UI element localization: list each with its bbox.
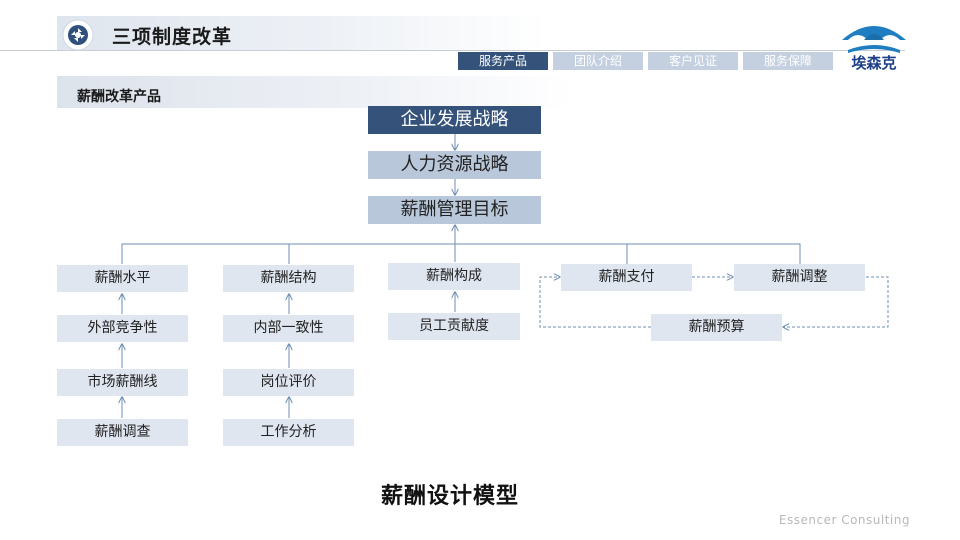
arrow-adjust-to-budget — [783, 276, 889, 327]
footer-brand: Essencer Consulting — [778, 513, 910, 527]
node-pay-composition: 薪酬构成 — [388, 263, 520, 290]
tab-testimonials[interactable]: 客户见证 — [648, 52, 738, 70]
company-logo: 埃森克 — [842, 26, 906, 70]
node-pay-survey: 薪酬调查 — [57, 419, 188, 446]
node-pay-budget: 薪酬预算 — [651, 314, 782, 341]
node-job-analysis: 工作分析 — [223, 419, 354, 446]
node-hr-strategy: 人力资源战略 — [368, 151, 541, 179]
node-pay-adjustment: 薪酬调整 — [734, 264, 865, 291]
node-external-competitiveness: 外部竞争性 — [57, 315, 188, 342]
tab-team[interactable]: 团队介绍 — [553, 52, 643, 70]
bus-line — [121, 243, 801, 264]
logo-text: 埃森克 — [851, 54, 896, 70]
section-label: 薪酬改革产品 — [77, 89, 161, 105]
node-pay-payment: 薪酬支付 — [561, 264, 692, 291]
node-corporate-strategy: 企业发展战略 — [368, 106, 541, 134]
diagram-caption: 薪酬设计模型 — [380, 484, 519, 509]
page-title: 三项制度改革 — [112, 26, 233, 48]
header-bar — [57, 16, 547, 50]
node-compensation-goal: 薪酬管理目标 — [368, 196, 541, 224]
node-pay-level: 薪酬水平 — [57, 265, 188, 292]
section-bar — [57, 76, 572, 108]
header-divider — [0, 50, 905, 51]
node-internal-consistency: 内部一致性 — [223, 315, 354, 342]
node-pay-structure: 薪酬结构 — [223, 265, 354, 292]
node-job-evaluation: 岗位评价 — [223, 369, 354, 396]
tab-guarantee[interactable]: 服务保障 — [743, 52, 833, 70]
node-market-pay-line: 市场薪酬线 — [57, 369, 188, 396]
node-employee-contribution: 员工贡献度 — [388, 313, 520, 340]
arrow-budget-to-pay — [539, 277, 651, 328]
tab-services[interactable]: 服务产品 — [458, 52, 548, 70]
aperture-icon — [62, 19, 94, 51]
